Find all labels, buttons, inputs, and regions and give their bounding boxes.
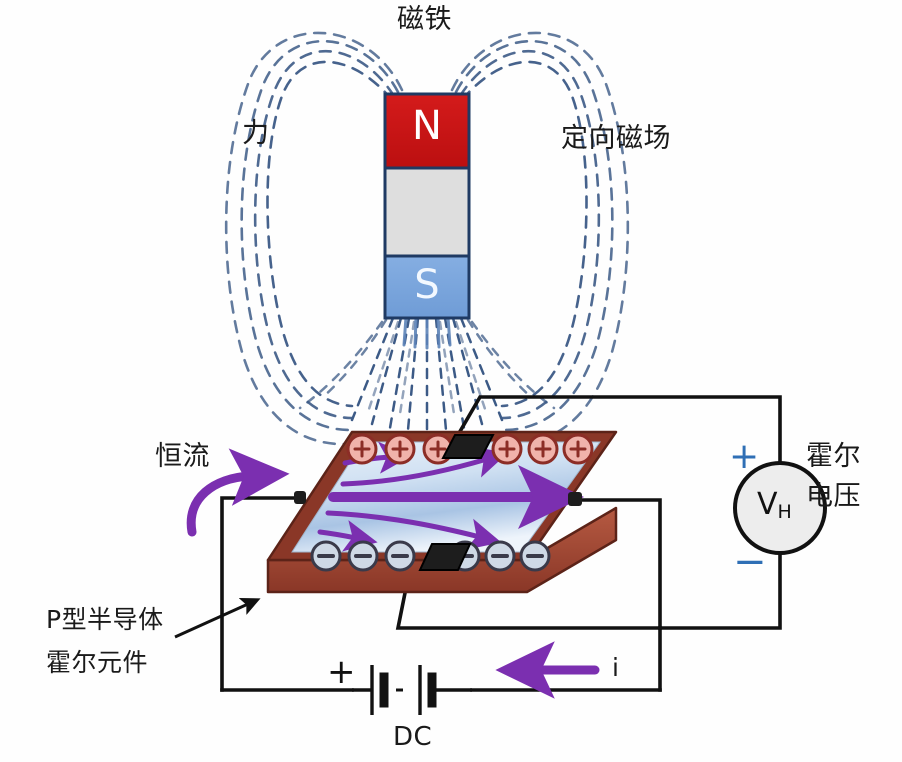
dc-battery-symbol — [352, 665, 472, 715]
hall-voltage-label-line2: 电压 — [806, 481, 861, 512]
dc-label: DC — [393, 722, 433, 752]
voltmeter-minus-sign: − — [733, 539, 767, 585]
constant-current-arrow — [186, 448, 290, 537]
field-line-core — [402, 315, 452, 350]
voltmeter-plus-sign: + — [729, 436, 760, 477]
current-stream-arrows — [317, 441, 584, 552]
hall-voltmeter — [733, 461, 827, 555]
battery-plus-sign: + — [327, 652, 356, 692]
voltmeter-symbol: VH — [757, 487, 792, 523]
magnet-north-label: N — [412, 103, 442, 149]
voltmeter-symbol-v: V — [757, 487, 778, 522]
constant-current-label: 恒流 — [155, 441, 210, 472]
directional-field-label: 定向磁场 — [561, 123, 671, 154]
semiconductor-label-line1: P型半导体 — [46, 605, 164, 634]
magnet-south-label: S — [414, 262, 440, 308]
bar-magnet — [383, 92, 471, 320]
semiconductor-pointer-arrow — [174, 597, 261, 639]
semiconductor-label-line2: 霍尔元件 — [46, 648, 149, 677]
force-label: 力 — [242, 118, 270, 149]
hall-voltage-label-line1: 霍尔 — [806, 441, 861, 472]
magnet-label: 磁铁 — [397, 4, 452, 35]
current-symbol-label: i — [612, 653, 619, 682]
magnetic-field-lines — [224, 31, 630, 446]
electrode-contacts — [294, 434, 582, 571]
voltmeter-symbol-subscript: H — [777, 501, 792, 523]
positive-charge-row — [346, 433, 594, 465]
